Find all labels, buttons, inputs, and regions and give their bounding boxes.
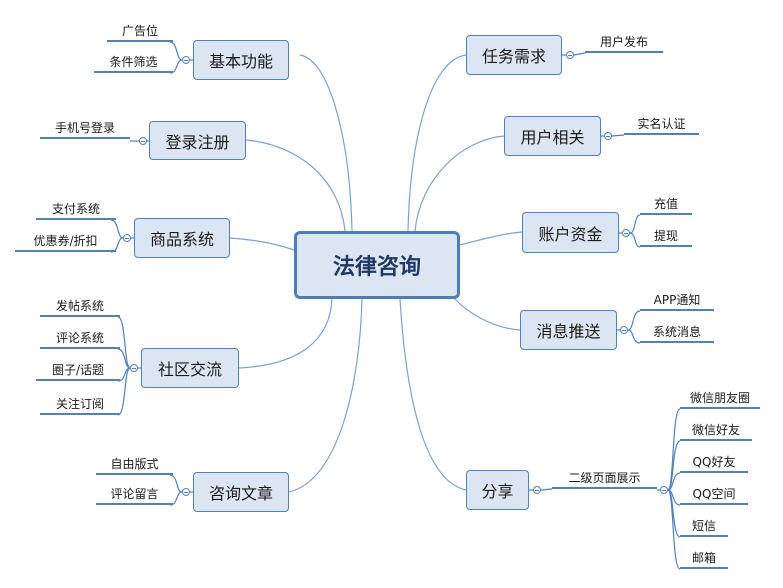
leaf-withdraw[interactable]: 提现 (640, 227, 692, 247)
leaf-phone-login[interactable]: 手机号登录 (40, 119, 130, 139)
leaf-connector (629, 232, 641, 248)
leaf-connector (110, 219, 124, 239)
leaf-connector (117, 348, 131, 369)
leaf-connector (169, 41, 183, 61)
leaf-moments[interactable]: 微信朋友圈 (680, 389, 760, 409)
topic-community[interactable]: 社区交流 (141, 348, 239, 388)
leaf-sms[interactable]: 短信 (680, 517, 728, 537)
topic-share[interactable]: 分享 (466, 470, 529, 510)
leaf-real-name[interactable]: 实名认证 (624, 115, 699, 135)
topic-login-register[interactable]: 登录注册 (149, 121, 246, 160)
leaf-follow[interactable]: 关注订阅 (40, 395, 120, 415)
link-login (245, 139, 346, 232)
leaf-free-layout[interactable]: 自由版式 (96, 455, 173, 475)
collapse-icon[interactable] (123, 234, 131, 242)
topic-basic-functions[interactable]: 基本功能 (193, 40, 289, 80)
leaf-filter[interactable]: 条件筛选 (94, 53, 173, 73)
leaf-qq-friend[interactable]: QQ好友 (680, 453, 748, 473)
link-message (454, 298, 521, 331)
collapse-icon[interactable] (604, 132, 612, 140)
leaf-connector (667, 489, 681, 538)
leaf-connector (629, 214, 641, 234)
link-articles (288, 298, 363, 493)
collapse-icon[interactable] (533, 486, 541, 494)
leaf-wechat-friend[interactable]: 微信好友 (680, 421, 752, 441)
leaf-ad-slot[interactable]: 广告位 (107, 22, 173, 42)
link-task (407, 54, 467, 232)
topic-account-funds[interactable]: 账户资金 (522, 212, 619, 253)
leaf-email[interactable]: 邮箱 (680, 549, 728, 569)
collapse-icon[interactable] (622, 229, 630, 237)
link-account (459, 231, 523, 246)
leaf-connector (667, 472, 681, 491)
link-share (399, 298, 467, 491)
link-user (414, 135, 505, 232)
link-basic (299, 54, 353, 232)
topic-message-push[interactable]: 消息推送 (520, 310, 617, 350)
topic-user-related[interactable]: 用户相关 (504, 116, 601, 156)
link-product (229, 237, 295, 251)
collapse-icon[interactable] (130, 364, 138, 372)
leaf-app-notice[interactable]: APP通知 (640, 291, 714, 311)
central-topic[interactable]: 法律咨询 (294, 231, 460, 299)
leaf-coupon[interactable]: 优惠券/折扣 (15, 232, 116, 252)
leaf-comments[interactable]: 评论系统 (40, 329, 120, 349)
leaf-posting[interactable]: 发帖系统 (40, 297, 120, 317)
collapse-icon[interactable] (660, 486, 668, 494)
topic-task-demand[interactable]: 任务需求 (466, 35, 562, 75)
topic-articles[interactable]: 咨询文章 (193, 472, 289, 512)
leaf-connector (667, 440, 681, 491)
collapse-icon[interactable] (566, 51, 574, 59)
leaf-connector (117, 316, 131, 369)
collapse-icon[interactable] (182, 488, 190, 496)
leaf-system-msg[interactable]: 系统消息 (640, 323, 714, 343)
topic-product-system[interactable]: 商品系统 (134, 218, 230, 258)
leaf-qzone[interactable]: QQ空间 (680, 485, 748, 505)
collapse-icon[interactable] (182, 56, 190, 64)
leaf-circles-topics[interactable]: 圈子/话题 (36, 361, 120, 381)
collapse-icon[interactable] (139, 137, 147, 145)
leaf-connector (573, 52, 586, 56)
collapse-icon[interactable] (620, 326, 628, 334)
leaf-user-publish[interactable]: 用户发布 (585, 33, 663, 53)
leaf-payment[interactable]: 支付系统 (36, 200, 116, 220)
leaf-connector (627, 329, 641, 344)
leaf-connector (667, 489, 681, 570)
leaf-connector (540, 488, 553, 491)
leaf-connector (611, 134, 625, 137)
leaf-comment-msg[interactable]: 评论留言 (96, 485, 173, 505)
link-community (238, 298, 333, 369)
leaf-connector (169, 474, 183, 493)
leaf-connector (627, 310, 641, 331)
leaf-recharge[interactable]: 充值 (640, 195, 692, 215)
leaf-secondary-page[interactable]: 二级页面展示 (552, 469, 657, 489)
